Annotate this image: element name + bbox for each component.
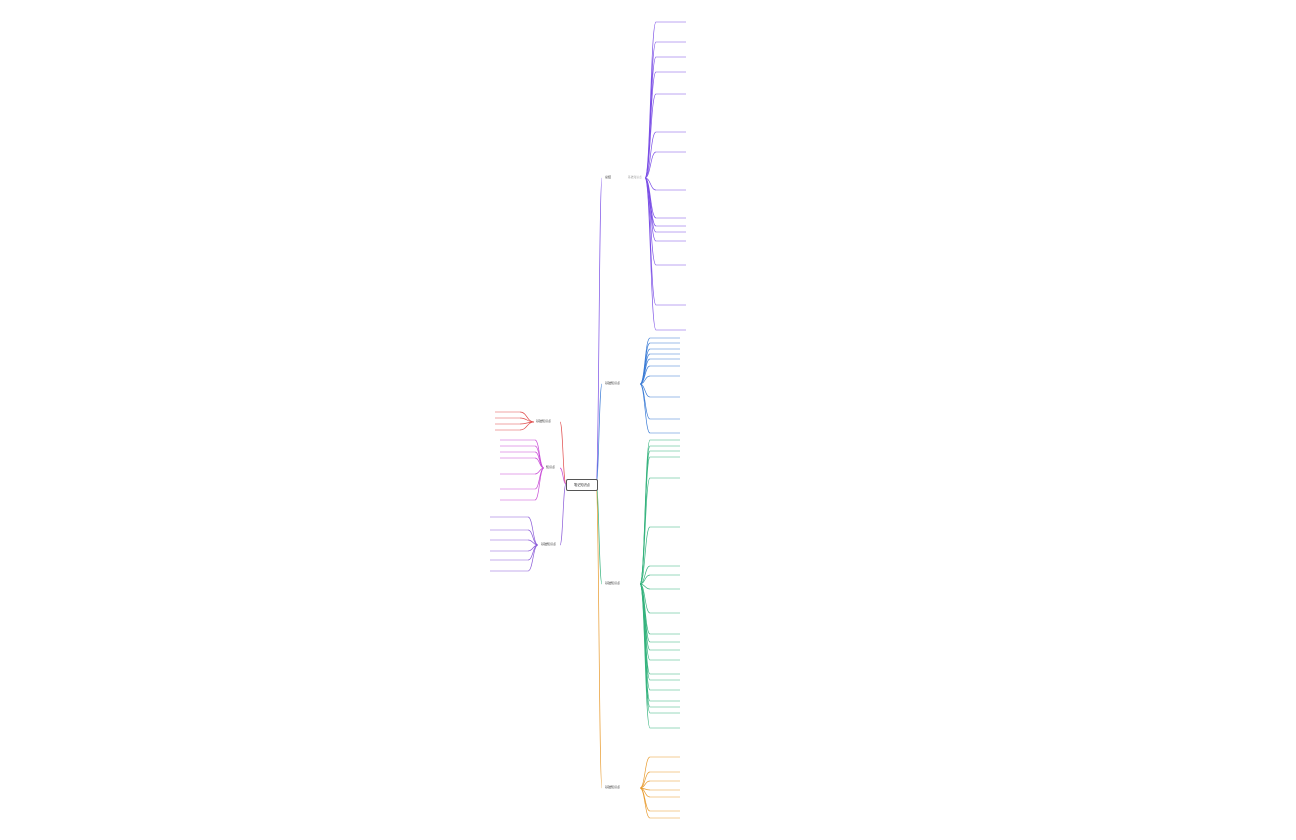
orange-sub-5 (639, 787, 651, 812)
purple-sub-14 (644, 177, 657, 331)
branch-right-4-label[interactable]: 基础知识点 (605, 785, 621, 789)
branch-right-3-label[interactable]: 基础知识点 (605, 581, 621, 585)
blue-sub-8 (639, 383, 651, 420)
branch-left-2-label[interactable]: 知识点 (546, 465, 556, 469)
red-sub-3 (519, 421, 535, 431)
connector-left-2 (559, 467, 567, 485)
red-sub-0 (519, 411, 535, 423)
mag-sub-3 (534, 457, 545, 469)
blue-sub-1 (639, 342, 651, 385)
branch-left-3-label[interactable]: 基础知识点 (541, 542, 557, 546)
vio-sub-5 (527, 544, 539, 572)
green-sub-3 (639, 456, 651, 585)
branch-right-2-label[interactable]: 基础知识点 (605, 381, 621, 385)
blue-sub-6 (639, 375, 651, 385)
root-node[interactable]: 笔记知识点 (566, 479, 598, 491)
purple-sub-11 (644, 177, 657, 242)
branch-right-1-label[interactable]: 总结 (605, 175, 612, 179)
connector-right-4 (595, 483, 603, 789)
green-sub-7 (639, 574, 651, 585)
purple-sub-3 (644, 71, 657, 179)
green-sub-8 (639, 583, 651, 590)
purple-sub-6 (644, 151, 657, 179)
connector-right-1 (595, 177, 603, 485)
connector-left-1 (559, 421, 567, 485)
orange-sub-6 (639, 787, 651, 819)
orange-sub-0 (639, 756, 651, 789)
connector-left-3 (559, 483, 567, 546)
vio-sub-0 (527, 516, 539, 546)
green-sub-4 (639, 477, 651, 585)
purple-sub-5 (644, 131, 657, 179)
blue-sub-9 (639, 383, 651, 434)
mag-sub-6 (534, 467, 545, 501)
branch-left-1-label[interactable]: 基础知识点 (536, 419, 552, 423)
green-sub-5 (639, 526, 651, 585)
branch-right-1-sub[interactable]: 基础知识点 (628, 176, 642, 179)
mag-sub-1 (534, 445, 545, 469)
green-sub-20 (639, 583, 651, 729)
